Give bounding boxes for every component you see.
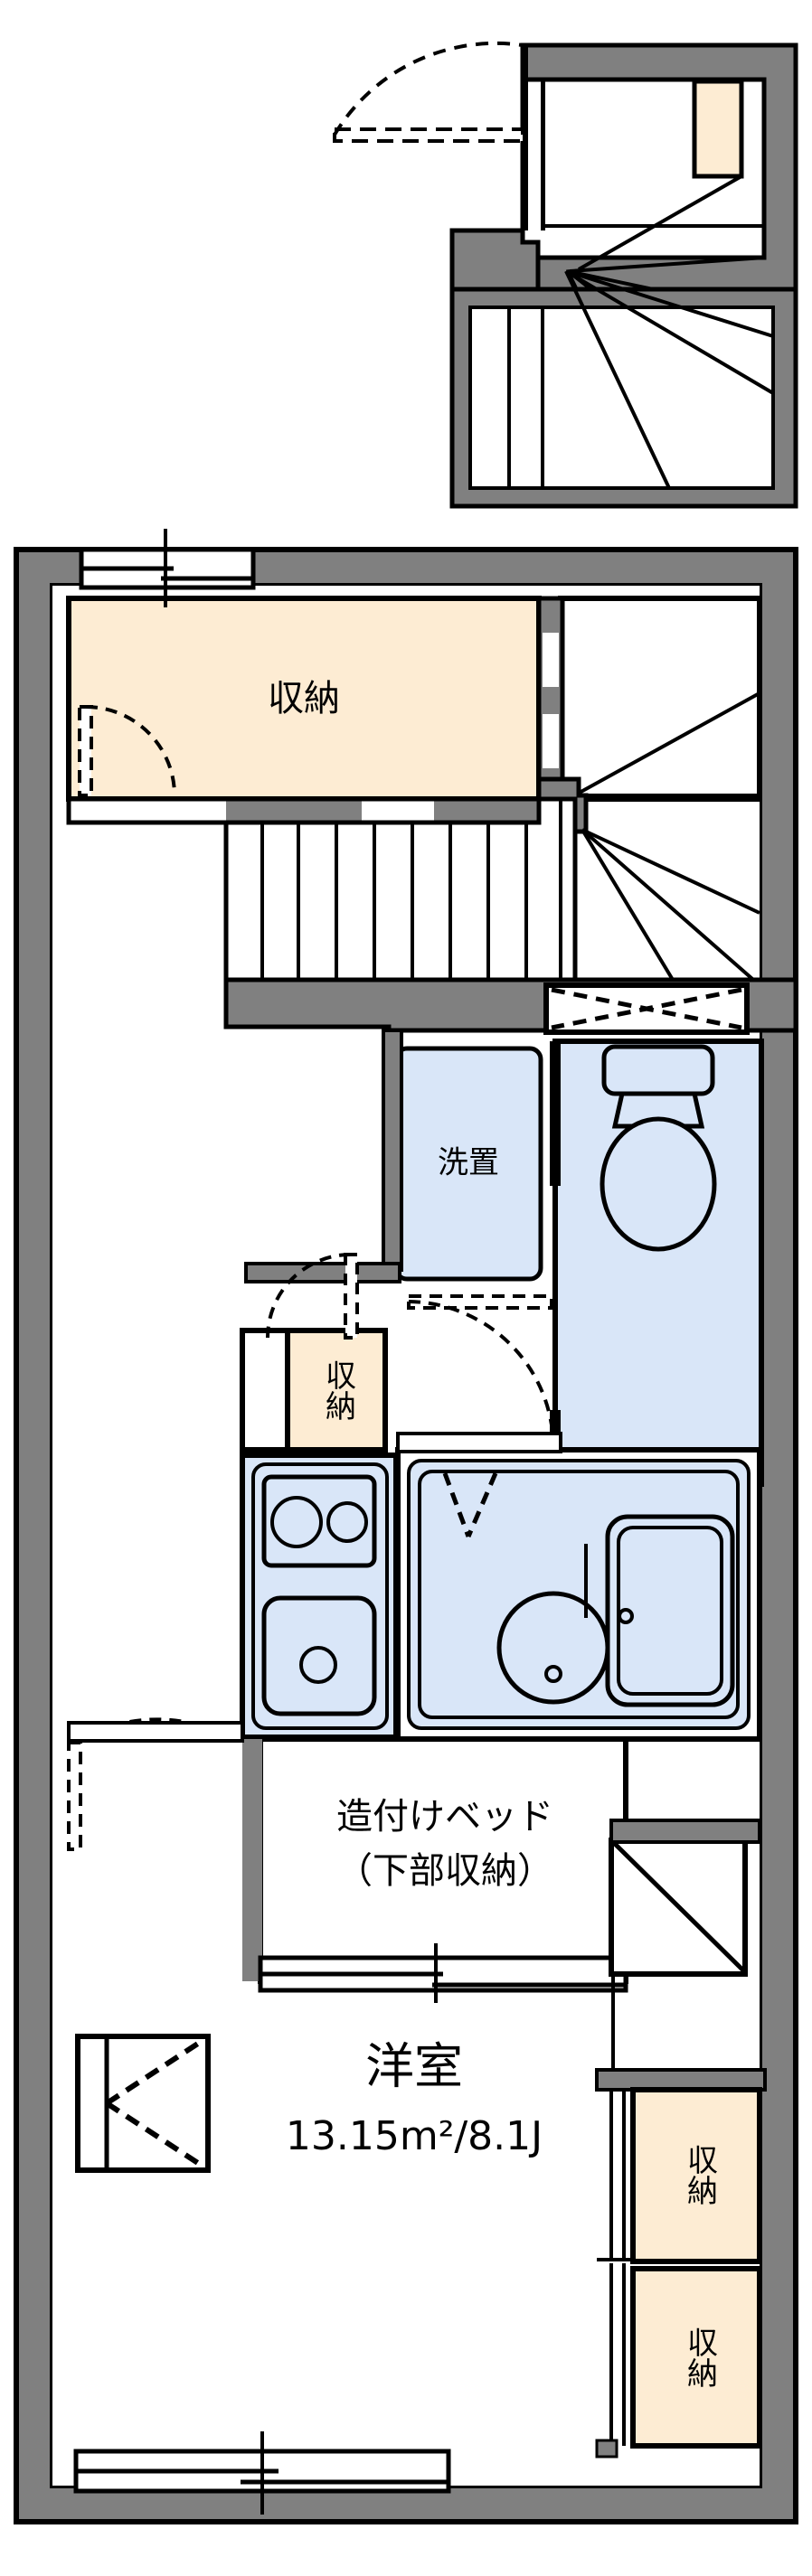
bath-washbasin-drain xyxy=(544,1665,562,1683)
kitchen-burner-right xyxy=(326,1501,368,1543)
storage-sill-wall-a xyxy=(226,799,362,823)
storage-kitchen-area xyxy=(285,1328,388,1453)
builtin-bed-panel xyxy=(258,1943,628,2003)
inset-stair-floor xyxy=(468,306,775,490)
storage-lower-2-label: 収納 xyxy=(682,2327,718,2388)
stair-box-lower xyxy=(609,1838,748,2079)
storage-sill-wall-b xyxy=(434,799,539,823)
storage-lower-1-label: 収納 xyxy=(682,2144,718,2205)
stair-post-gap-a xyxy=(543,633,559,687)
stair-upper-box xyxy=(558,596,762,802)
kitchen-door-leaf xyxy=(344,1253,359,1340)
washer-partition-left xyxy=(382,1029,403,1272)
bath-door xyxy=(442,1472,498,1537)
window-room-left-sash-a xyxy=(105,2035,208,2106)
inset-door-jamb xyxy=(523,45,528,230)
room-main: 洋室 13.15m²/8.1J xyxy=(286,2038,543,2159)
stair-post-gap-b xyxy=(543,714,559,768)
window-top xyxy=(79,529,256,607)
window-room-left-frame xyxy=(75,2034,211,2173)
stair-box-lower-diag xyxy=(611,1840,747,1974)
room-builtin-bed: 造付けベッド （下部収納） xyxy=(242,1736,628,2003)
room-washer-place: 洗置 xyxy=(393,1046,543,1282)
storage-top-label: 収納 xyxy=(268,678,340,719)
window-toilet-x2 xyxy=(551,987,742,1030)
stairs-main xyxy=(66,596,762,987)
kitchen-sink-drain xyxy=(299,1646,337,1684)
room-unit-bath xyxy=(395,1432,762,1742)
bathtub-drain xyxy=(618,1608,634,1624)
kitchen-stove xyxy=(261,1474,377,1568)
storage-lower-1-area xyxy=(630,2087,762,2264)
builtin-bed-wall-left xyxy=(242,1739,262,1981)
storage-sill-outline xyxy=(66,796,542,825)
inset-shoebox xyxy=(692,79,744,179)
stair-corner-post xyxy=(536,596,565,802)
bathtub xyxy=(605,1514,735,1707)
room-storage-top: 収納 xyxy=(66,596,542,802)
kitchen-sink xyxy=(261,1595,377,1716)
main-room-name: 洋室 xyxy=(365,2038,463,2095)
kitchen-shelf-left xyxy=(240,1328,290,1453)
stair-run-treads xyxy=(260,799,562,980)
toilet-bowl xyxy=(600,1116,717,1252)
toilet-tank xyxy=(601,1044,715,1096)
inset-hall-divider xyxy=(541,80,545,230)
storage-top-door-leaf xyxy=(78,705,93,797)
entrance-stair-inset xyxy=(333,41,798,509)
room-kitchen: 収納 xyxy=(240,1253,399,1740)
stair-run xyxy=(223,796,578,982)
stair-diag-1 xyxy=(567,692,759,801)
storage-top-door-swing xyxy=(85,705,176,796)
bath-door-leaf-a xyxy=(442,1472,471,1537)
window-room-left xyxy=(75,2034,211,2173)
entrance-door-leaf xyxy=(333,127,524,143)
stair-box-lower-header xyxy=(609,1819,761,1844)
toilet-door-swing xyxy=(408,1300,555,1447)
stair-winder-treads xyxy=(579,794,761,987)
window-toilet xyxy=(543,982,750,1035)
entrance-door-swing xyxy=(333,41,524,136)
bathtub-inner xyxy=(617,1526,723,1696)
window-room-left-sash-b xyxy=(105,2101,208,2171)
main-room-area: 13.15m²/8.1J xyxy=(286,2113,543,2159)
kitchen-door-swing xyxy=(266,1253,352,1339)
main-room-door-leaf xyxy=(67,1741,82,1851)
storage-top-area xyxy=(66,596,542,802)
storage-lower-group: 収納 収納 xyxy=(595,2068,767,2458)
washer-partition-bottom xyxy=(244,1262,401,1283)
bath-threshold xyxy=(396,1432,562,1453)
room-storage-lower-1: 収納 xyxy=(597,2087,762,2264)
toilet-fixture xyxy=(600,1044,717,1252)
storage-lower-header-beam xyxy=(595,2068,767,2092)
toilet-neck xyxy=(611,1091,705,1129)
bath-washbasin xyxy=(496,1544,610,1705)
storage-lower-2-area xyxy=(630,2266,762,2449)
storage-kitchen-label: 収納 xyxy=(320,1359,356,1421)
inset-corner-post xyxy=(449,228,541,292)
main-room-door-head xyxy=(67,1721,244,1743)
room-toilet xyxy=(407,982,764,1487)
builtin-bed-label-1: 造付けベッド xyxy=(336,1796,553,1838)
entrance-door xyxy=(333,41,524,143)
builtin-bed-label-2: （下部収納） xyxy=(336,1850,553,1892)
window-room-bottom xyxy=(73,2431,451,2515)
toilet-jamb-upper xyxy=(550,1041,561,1186)
inset-stair-treads-lower xyxy=(507,269,775,489)
builtin-bed-area xyxy=(258,1736,628,1984)
washer-place-label: 洗置 xyxy=(438,1145,499,1181)
room-storage-lower-2: 収納 xyxy=(609,2263,762,2449)
main-room-door xyxy=(67,1717,244,1851)
bath-door-leaf-b xyxy=(466,1472,498,1537)
kitchen-burner-left xyxy=(270,1496,323,1548)
storage-lower-pier xyxy=(595,2439,618,2458)
bath-washbasin-bowl xyxy=(496,1591,610,1705)
